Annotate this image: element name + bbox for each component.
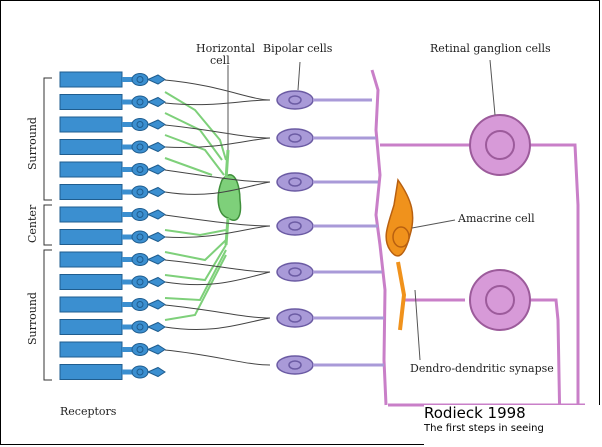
receptor-cell bbox=[60, 342, 165, 357]
center-label: Center bbox=[26, 204, 39, 243]
receptor-cell bbox=[60, 297, 165, 312]
dendro-dendritic-synapse-label: Dendro-dendritic synapse bbox=[410, 362, 554, 375]
receptor-cell bbox=[60, 117, 165, 132]
retinal-ganglion-cells-label: Retinal ganglion cells bbox=[430, 42, 551, 55]
receptor-cell bbox=[60, 95, 165, 110]
label-leaders bbox=[228, 60, 495, 360]
bipolar-cell bbox=[277, 129, 376, 147]
receptor-cell bbox=[60, 320, 165, 335]
bipolar-cell bbox=[277, 173, 378, 191]
ganglion-cell-bottom bbox=[470, 270, 530, 330]
side-brackets bbox=[44, 78, 52, 380]
receptor-cell bbox=[60, 275, 165, 290]
amacrine-cell-label: Amacrine cell bbox=[457, 212, 535, 225]
receptor-bipolar-connections bbox=[165, 80, 270, 365]
bipolar-cell bbox=[277, 309, 384, 327]
receptor-cell bbox=[60, 365, 165, 380]
bipolar-cell bbox=[277, 217, 378, 235]
ganglion-cell-top bbox=[470, 115, 530, 175]
receptor-cell bbox=[60, 185, 165, 200]
receptor-cells bbox=[60, 72, 165, 380]
bipolar-cells-label: Bipolar cells bbox=[263, 42, 333, 55]
citation-author-year: Rodieck 1998 bbox=[424, 405, 600, 422]
bipolar-cells bbox=[277, 91, 384, 374]
horizontal-cell-label-2: cell bbox=[210, 54, 230, 67]
receptor-cell bbox=[60, 162, 165, 177]
surround-bottom-label: Surround bbox=[26, 292, 39, 345]
citation-title: The first steps in seeing bbox=[424, 422, 600, 436]
bipolar-cell bbox=[277, 263, 382, 281]
receptor-cell bbox=[60, 140, 165, 155]
citation: Rodieck 1998 The first steps in seeing bbox=[424, 405, 600, 445]
bipolar-cell bbox=[277, 356, 384, 374]
bipolar-cell bbox=[277, 91, 372, 109]
amacrine-cell bbox=[386, 180, 455, 330]
receptor-cell bbox=[60, 72, 165, 87]
receptor-cell bbox=[60, 252, 165, 267]
surround-top-label: Surround bbox=[26, 117, 39, 170]
receptor-cell bbox=[60, 230, 165, 245]
receptors-label: Receptors bbox=[60, 405, 117, 418]
receptor-cell bbox=[60, 207, 165, 222]
